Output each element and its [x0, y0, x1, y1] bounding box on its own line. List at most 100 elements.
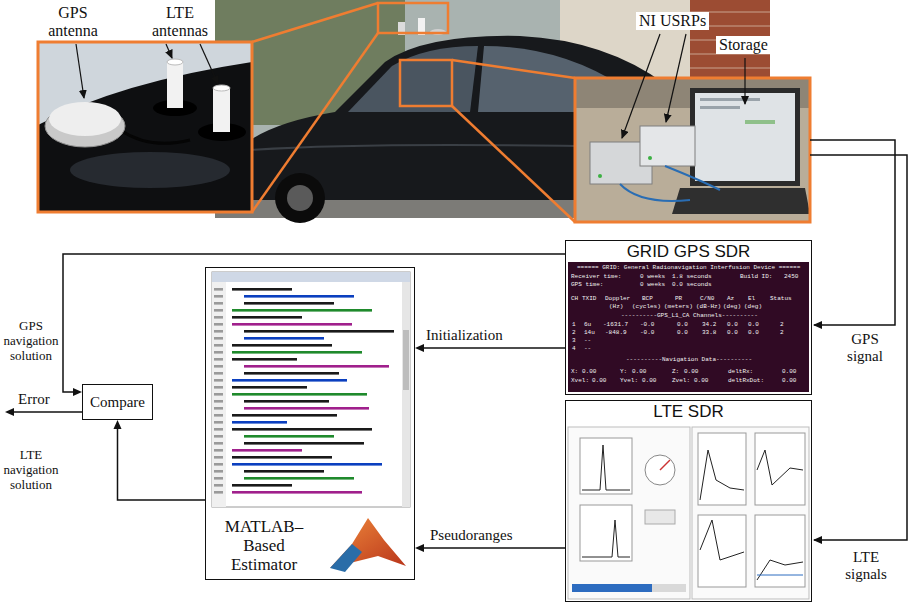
terminal-text: -0.0 — [640, 321, 654, 328]
lte-screenshot-part — [572, 584, 686, 592]
leader-lines-part — [666, 34, 686, 122]
lte-screenshot-part — [660, 460, 670, 470]
terminal-text: CH — [571, 295, 578, 302]
edge-label: LTE navigation solution — [1, 447, 61, 492]
terminal-text: 1.8 seconds — [672, 273, 712, 280]
line-number — [214, 288, 223, 291]
lte-screenshot-part — [572, 584, 652, 592]
terminal-text: BCP — [642, 295, 653, 302]
line-number — [214, 456, 223, 459]
gps-terminal-part — [568, 262, 809, 392]
terminal-text: Y: — [620, 368, 627, 375]
lte-screenshot-part — [698, 515, 746, 587]
lte-screenshot-part — [565, 400, 812, 602]
lte-screenshot-part — [645, 455, 675, 485]
code-line — [232, 463, 382, 466]
antenna-inset-part — [70, 152, 230, 188]
terminal-text: GPS time: — [571, 281, 603, 288]
line-number — [214, 491, 223, 494]
box-title: GRID GPS SDR — [627, 241, 751, 262]
lte-screenshot-part — [757, 560, 803, 580]
line-number — [214, 337, 223, 340]
zoom-frames — [252, 3, 575, 222]
box-label: MATLAB–Based Estimator — [214, 517, 314, 574]
equipment-inset — [575, 78, 810, 222]
signal-lines-part — [810, 140, 895, 325]
terminal-text: 2 — [780, 329, 784, 336]
code-line — [244, 477, 354, 480]
code-line — [244, 470, 324, 473]
gps-terminal-part — [565, 240, 812, 395]
compare-box: Compare — [82, 384, 153, 420]
line-number — [214, 400, 223, 403]
code-line — [232, 309, 372, 312]
terminal-text: -- — [584, 345, 591, 352]
code-line — [232, 393, 367, 396]
terminal-text: -1631.7 — [603, 321, 628, 328]
terminal-text: X: — [571, 368, 578, 375]
terminal-text: 0.0 — [748, 329, 759, 336]
leader-lines — [76, 34, 745, 138]
code-line — [244, 372, 339, 375]
box-title: LTE SDR — [653, 401, 724, 422]
leader-lines-part — [200, 44, 218, 84]
antenna-inset-part — [38, 42, 252, 212]
lte-screenshot-part — [698, 433, 746, 505]
terminal-text: ====== GRID: General Radionavigation Int… — [577, 264, 800, 271]
terminal-text: 34.2 — [702, 321, 716, 328]
code-line — [232, 428, 372, 431]
lte-screenshot — [565, 400, 812, 602]
terminal-text: TXID — [582, 295, 596, 302]
equipment-inset-part — [745, 120, 775, 124]
terminal-text: Yvel: — [620, 377, 638, 384]
code-line — [244, 365, 389, 368]
terminal-text: 0 weeks — [640, 281, 665, 288]
terminal-text: Receiver time: — [571, 273, 621, 280]
terminal-text: 0.00 — [782, 368, 796, 375]
line-number — [214, 358, 223, 361]
line-number — [214, 449, 223, 452]
code-line — [232, 414, 337, 417]
car-photo-part — [348, 46, 478, 112]
terminal-text: 33.8 — [702, 329, 716, 336]
lte-screenshot-part — [580, 505, 632, 561]
terminal-text: C/N0 — [700, 295, 714, 302]
code-line — [244, 407, 369, 410]
equipment-inset-part — [575, 78, 810, 222]
terminal-text: 0.00 — [782, 377, 796, 384]
antenna-inset-part — [49, 102, 121, 136]
terminal-text: 2 — [780, 321, 784, 328]
output-arrow — [5, 408, 82, 416]
line-number — [214, 344, 223, 347]
terminal-text: 4 — [572, 345, 576, 352]
matlab-screenshot-part — [212, 282, 226, 507]
leader-lines-part — [76, 44, 84, 98]
connector — [415, 544, 565, 552]
arrowhead — [415, 344, 424, 352]
lte-screenshot-part — [582, 445, 630, 490]
line-number — [214, 477, 223, 480]
terminal-text: ----------GPS_L1_CA Channels---------- — [621, 312, 758, 319]
code-line — [232, 456, 332, 459]
connector — [114, 420, 206, 500]
matlab-screenshot-part — [330, 544, 362, 572]
code-line — [244, 435, 334, 438]
code-line — [244, 295, 354, 298]
line-number — [214, 393, 223, 396]
output-line — [12, 411, 82, 413]
code-line — [232, 323, 352, 326]
arrowhead — [114, 420, 122, 429]
antenna-inset-part — [38, 42, 252, 212]
terminal-text: (dB-Hz) — [696, 303, 721, 310]
equipment-inset-part — [620, 166, 720, 201]
equipment-inset-part — [700, 98, 760, 101]
arrowhead — [415, 544, 424, 552]
code-line — [232, 421, 287, 424]
terminal-text: ----------Navigation Data---------- — [626, 356, 752, 363]
terminal-text: Xvel: — [571, 377, 589, 384]
terminal-text: 0.00 — [694, 377, 708, 384]
terminal-text: 0.00 — [582, 368, 596, 375]
terminal-text: PR — [675, 295, 682, 302]
lte-screenshot-part — [700, 520, 744, 560]
